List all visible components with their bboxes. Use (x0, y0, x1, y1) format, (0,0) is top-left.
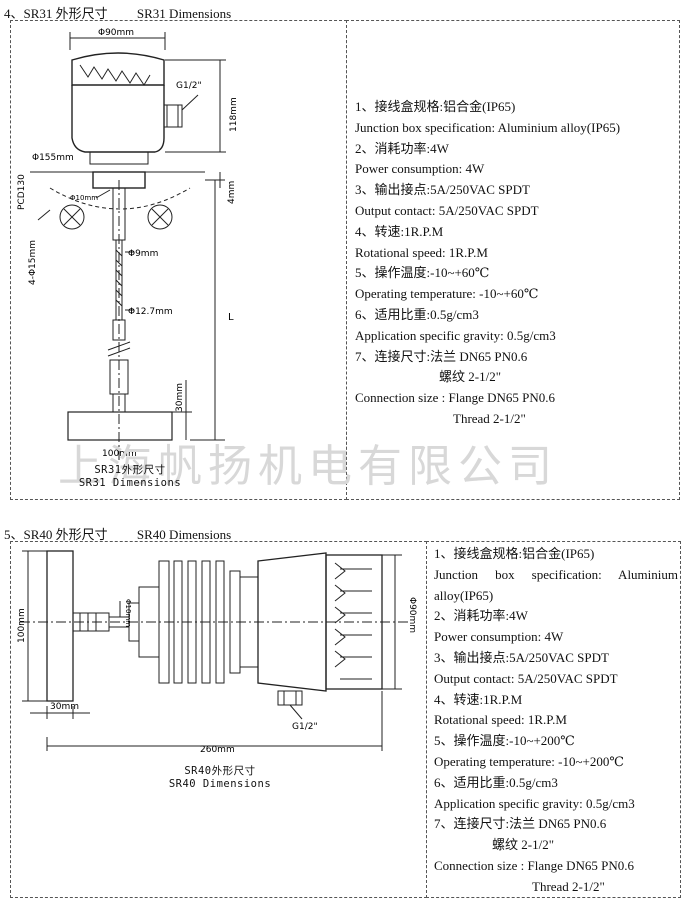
sr40-spec-line: 2、消耗功率:4W (434, 608, 528, 624)
sr31-spec-line: Rotational speed: 1R.P.M (355, 244, 488, 260)
sr40-caption-en: SR40 Dimensions (168, 778, 272, 790)
sr40-spec-line: Connection size : Flange DN65 PN0.6 (434, 857, 635, 873)
sr40-spec-line: 3、输出接点:5A/250VAC SPDT (434, 649, 609, 665)
sr31-caption-en: SR31 Dimensions (78, 477, 182, 489)
sr31-spec-line: Application specific gravity: 0.5g/cm3 (355, 327, 556, 343)
sr40-caption-cn: SR40外形尺寸 (184, 765, 256, 777)
sr31-dim-w100: 100mm (102, 449, 137, 459)
sr40-spec-line: Operating temperature: -10~+200℃ (434, 753, 624, 769)
sr40-spec-panel (426, 541, 681, 898)
sr31-dim-d155: Φ155mm (32, 153, 74, 163)
sr31-spec-list: 1、接线盒规格:铝合金(IP65) Junction box specifica… (355, 97, 677, 430)
sr31-dim-h118: 118mm (229, 97, 239, 132)
sr31-section-title: 4、SR31 外形尺寸 SR31 Dimensions (4, 6, 232, 21)
sr40-spec-line: 1、接线盒规格:铝合金(IP65) (434, 546, 595, 561)
sr40-spec-line: 4、转速:1R.P.M (434, 691, 523, 707)
sr40-dim-d90: Φ90mm (407, 597, 417, 633)
sr31-dim-d90: Φ90mm (98, 28, 134, 38)
sr31-spec-line: Operating temperature: -10~+60℃ (355, 286, 539, 302)
sr40-dim-g12: G1/2" (292, 722, 318, 732)
sr31-spec-line: 螺纹 2-1/2" (439, 369, 501, 385)
sr31-dim-d127: Φ12.7mm (128, 307, 173, 317)
sr40-spec-line: 7、连接尺寸:法兰 DN65 PN0.6 (434, 816, 607, 832)
sr31-spec-line: 2、消耗功率:4W (355, 140, 449, 156)
sr31-dim-d10: Φ10mm (70, 194, 98, 202)
sr40-spec-line: Thread 2-1/2" (532, 878, 605, 894)
sr31-spec-line: 4、转速:1R.P.M (355, 223, 444, 239)
sr40-dim-w30: 30mm (50, 702, 79, 712)
watermark: 上海帆扬机电有限公司 (58, 441, 558, 492)
sr31-spec-line: Power consumption: 4W (355, 161, 485, 177)
sr31-spec-line: 7、连接尺寸:法兰 DN65 PN0.6 (355, 348, 528, 364)
sr40-dim-d10: Φ10mm (124, 599, 132, 627)
sr40-spec-line: Junction box specification: Aluminium al… (434, 566, 678, 603)
sr40-section-title: 5、SR40 外形尺寸 SR40 Dimensions (4, 527, 232, 542)
sr31-spec-line: Junction box specification: Aluminium al… (355, 119, 621, 135)
sr40-dim-w260: 260mm (200, 745, 235, 755)
sr31-spec-panel (346, 20, 680, 500)
sr40-dimension-drawing: 100mm Φ10mm Φ90mm 30mm G1/2" 260mm (17, 550, 417, 755)
sr40-dim-h100: 100mm (17, 608, 27, 643)
sr31-spec-line: Thread 2-1/2" (453, 410, 526, 426)
sr31-spec-line: Output contact: 5A/250VAC SPDT (355, 202, 539, 218)
sr31-caption-cn: SR31外形尺寸 (94, 464, 166, 476)
sr31-dim-L: L (228, 312, 234, 323)
sr31-spec-line: 1、接线盒规格:铝合金(IP65) (355, 99, 516, 114)
sr31-dim-g12: G1/2" (176, 81, 202, 91)
sr31-dimension-drawing: Φ90mm G1/2" 118mm Φ155mm PCD130 Φ10mm 4m… (17, 28, 239, 460)
sr31-spec-line: 3、输出接点:5A/250VAC SPDT (355, 182, 530, 198)
sr31-spec-line: Connection size : Flange DN65 PN0.6 (355, 390, 556, 406)
sr40-spec-line: Output contact: 5A/250VAC SPDT (434, 670, 618, 686)
sr40-spec-line: Rotational speed: 1R.P.M (434, 712, 567, 728)
sr31-dim-holes: 4-Φ15mm (28, 240, 38, 285)
sr40-spec-line: 6、适用比重:0.5g/cm3 (434, 774, 558, 790)
sr31-dim-h30: 30mm (175, 383, 185, 412)
sr40-spec-line: 5、操作温度:-10~+200℃ (434, 733, 575, 749)
sr40-spec-list: 1、接线盒规格:铝合金(IP65) Junction box specifica… (434, 544, 678, 898)
sr31-spec-line: 6、适用比重:0.5g/cm3 (355, 306, 479, 322)
sr40-spec-line: 螺纹 2-1/2" (492, 837, 554, 853)
sr31-dim-h4: 4mm (227, 181, 237, 204)
sr40-spec-line: Application specific gravity: 0.5g/cm3 (434, 795, 635, 811)
sr31-dim-pcd: PCD130 (17, 174, 27, 210)
sr40-spec-line: Power consumption: 4W (434, 629, 564, 645)
sr31-spec-line: 5、操作温度:-10~+60℃ (355, 265, 490, 281)
sr31-dim-d9: Φ9mm (128, 249, 158, 259)
